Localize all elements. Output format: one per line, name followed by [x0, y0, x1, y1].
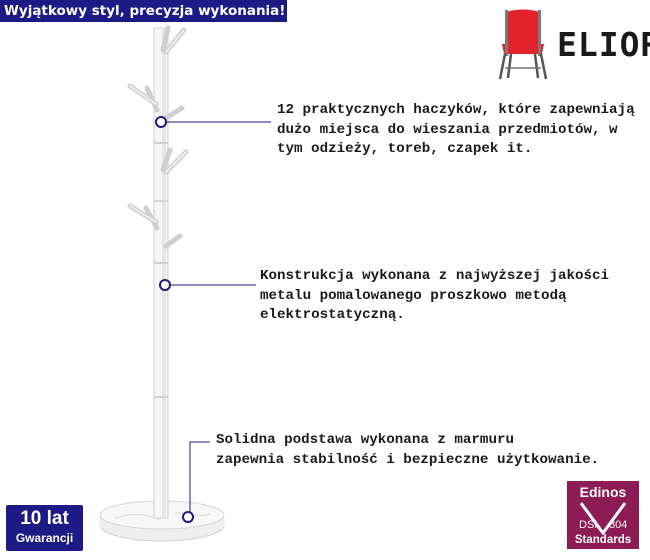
certificate-mark-left: DSI: [579, 519, 597, 531]
certificate-brand: Edinos: [579, 484, 627, 500]
certificate-mark-right: 804: [609, 519, 627, 531]
brand-name: ELIOR: [557, 25, 650, 64]
header-banner: Wyjątkowy styl, precyzja wykonania!: [0, 0, 287, 22]
callout-construction: Konstrukcja wykonana z najwyższej jakośc…: [260, 267, 609, 326]
pointer-metal: [159, 279, 171, 291]
certificate-badge: Edinos DSI 804 Standards: [567, 481, 639, 549]
callout-line: Konstrukcja wykonana z najwyższej jakośc…: [260, 268, 610, 284]
callout-line: Solidna podstawa wykonana z marmuru: [216, 432, 514, 448]
red-chair-icon: [498, 9, 548, 80]
callout-line: metalu pomalowanego proszkowo metodą: [260, 287, 567, 304]
warranty-label: Gwarancji: [15, 531, 74, 545]
callout-line: 12 praktycznych haczyków, które zapewnia…: [277, 102, 635, 118]
certificate-standard: Standards: [574, 534, 632, 546]
callout-line: elektrostatyczną.: [260, 307, 405, 323]
warranty-years: 10 lat: [20, 508, 69, 529]
pointer-base: [182, 511, 194, 523]
callout-hooks: 12 praktycznych haczyków, które zapewnia…: [277, 101, 635, 160]
callout-base: Solidna podstawa wykonana z marmuru zape…: [216, 431, 599, 470]
brand-logo: ELIOR: [493, 8, 650, 80]
callout-line: tym odzieży, toreb, czapek it.: [277, 141, 533, 157]
certificate-mark-icon: DSI 804: [579, 502, 627, 535]
callout-line: dużo miejsca do wieszania przedmiotów, w: [277, 121, 618, 138]
callout-line: zapewnia stabilność i bezpieczne użytkow…: [216, 451, 600, 468]
warranty-badge: 10 lat Gwarancji: [6, 505, 83, 551]
pointer-hooks: [155, 116, 167, 128]
